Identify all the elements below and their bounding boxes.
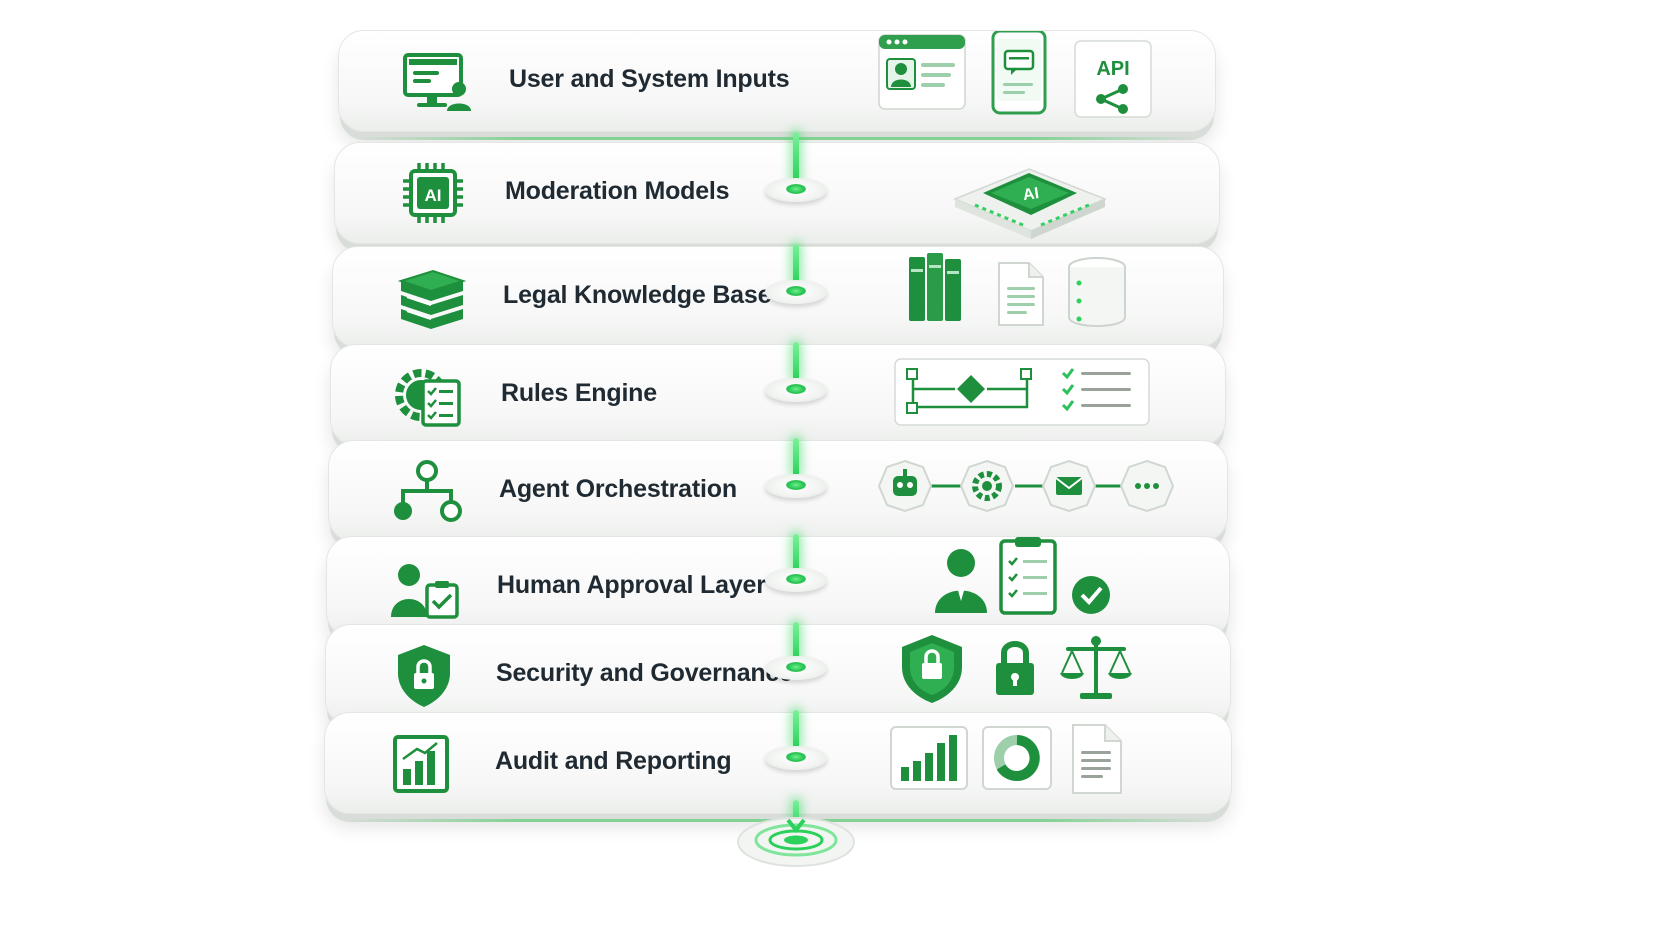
ai-chip-label: AI — [425, 186, 442, 205]
mail-node-icon — [1041, 459, 1097, 513]
check-circle-icon — [1072, 576, 1110, 614]
api-label: API — [1096, 58, 1129, 80]
layer-label: Security and Governance — [496, 659, 793, 687]
flow-line — [793, 534, 799, 572]
api-share-icon: API — [1074, 40, 1152, 118]
ai-chip-device-label: AI — [1022, 185, 1040, 204]
ai-chip-icon: AI — [403, 163, 463, 223]
bar-chart-card-icon — [890, 726, 968, 790]
flow-line — [793, 710, 799, 748]
padlock-icon — [996, 641, 1034, 695]
flow-pad — [765, 378, 827, 402]
hierarchy-nodes-icon — [394, 460, 462, 522]
flow-line — [793, 622, 799, 660]
flow-pad — [765, 656, 827, 680]
flow-line — [793, 342, 799, 380]
layer-user-system-inputs: User and System Inputs — [338, 30, 1216, 140]
layer-label: Audit and Reporting — [495, 747, 732, 775]
robot-node-icon — [877, 459, 933, 513]
books-icon — [909, 253, 961, 321]
flow-line — [793, 438, 799, 476]
target-pad-icon — [737, 817, 855, 867]
gear-node-icon — [959, 459, 1015, 513]
layer-label: Moderation Models — [505, 177, 730, 205]
bar-chart-icon — [393, 735, 449, 793]
layer-visuals — [894, 358, 1150, 426]
flow-pad — [765, 280, 827, 304]
layer-visuals: AI — [953, 168, 1107, 239]
document-icon — [998, 262, 1044, 326]
flow-line — [793, 244, 799, 284]
flow-line — [793, 132, 799, 182]
layer-visuals — [877, 459, 1175, 513]
gear-checklist-icon — [395, 369, 461, 427]
flow-pad — [765, 178, 827, 202]
book-stack-icon — [397, 269, 467, 329]
layer-visuals — [935, 537, 1110, 615]
layer-label: Legal Knowledge Base — [503, 281, 772, 309]
flowchart-checklist-card-icon — [894, 358, 1150, 426]
clipboard-checklist-icon — [999, 537, 1057, 615]
report-document-icon — [1072, 724, 1122, 794]
layer-visuals — [909, 253, 1126, 327]
shield-lock-icon — [902, 635, 962, 703]
person-icon — [935, 549, 987, 613]
layer-label: Agent Orchestration — [499, 475, 737, 503]
layer-visuals: API — [878, 31, 1152, 118]
scales-of-justice-icon — [1060, 636, 1132, 699]
monitor-user-icon — [403, 53, 471, 111]
database-icon — [1068, 257, 1126, 327]
layer-visuals — [890, 724, 1122, 794]
mobile-chat-icon — [991, 31, 1047, 115]
flow-pad — [765, 474, 827, 498]
flow-pad — [765, 568, 827, 592]
layer-visuals — [902, 635, 1132, 703]
browser-profile-window-icon — [878, 34, 966, 110]
layer-label: Rules Engine — [501, 379, 657, 407]
flow-pad — [765, 746, 827, 770]
more-node-icon — [1119, 459, 1175, 513]
layer-label: Human Approval Layer — [497, 571, 766, 599]
layer-label: User and System Inputs — [509, 65, 790, 93]
shield-lock-icon — [398, 645, 450, 707]
person-clipboard-icon — [391, 564, 459, 619]
donut-chart-icon — [982, 726, 1052, 790]
ai-chip-device-icon: AI — [953, 168, 1107, 239]
flow-line — [793, 800, 799, 830]
